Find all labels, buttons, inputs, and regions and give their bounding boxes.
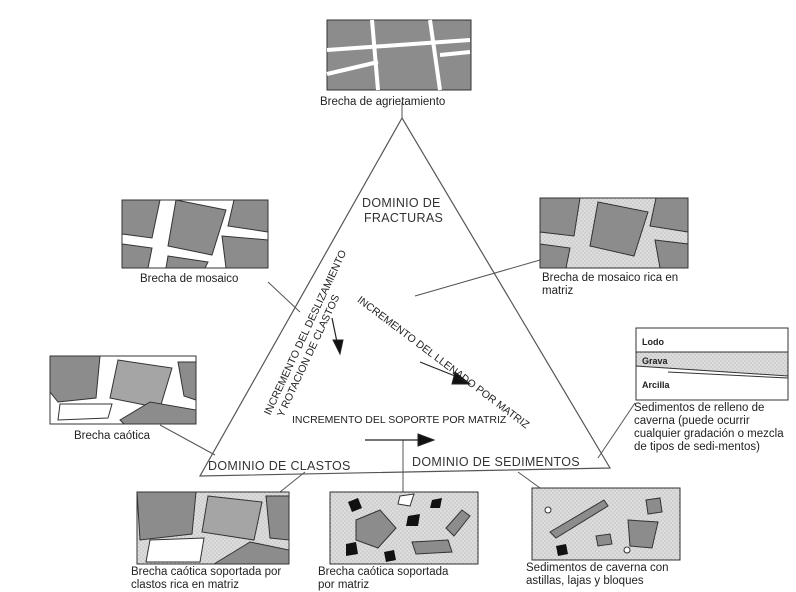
stratum-lodo: Lodo: [642, 337, 664, 347]
trend-soporte: INCREMENTO DEL SOPORTE POR MATRIZ: [292, 414, 507, 426]
label-mosaico-matriz: Brecha de mosaico rica en matriz: [542, 272, 679, 297]
domain-sedimentos: DOMINIO DE SEDIMENTOS: [412, 455, 580, 469]
stratum-arcilla: Arcilla: [642, 380, 670, 390]
label-agrietamiento: Brecha de agrietamiento: [320, 96, 446, 108]
panel-mosaico: [121, 199, 269, 269]
leader-lines: [159, 102, 636, 493]
label-caotica-clastos: Brecha caótica soportada por clastos ric…: [131, 566, 282, 591]
panel-caotica-clastos: [136, 491, 290, 565]
domain-clastos: DOMINIO DE CLASTOS: [208, 459, 351, 473]
panel-mosaico-matriz: [539, 197, 689, 269]
label-caotica: Brecha caótica: [74, 430, 151, 442]
panel-agrietamiento: [326, 19, 472, 91]
label-caotica-matriz: Brecha caótica soportada por matriz: [318, 566, 449, 591]
domain-fracturas-line2: FRACTURAS: [364, 211, 444, 225]
panel-relleno: [635, 327, 789, 401]
domain-fracturas-line1: DOMINIO DE: [362, 196, 441, 210]
label-sed-caverna: Sedimentos de caverna con astillas, laja…: [526, 562, 669, 587]
label-mosaico: Brecha de mosaico: [140, 273, 239, 285]
panel-caotica: [49, 355, 197, 425]
stratum-grava: Grava: [642, 356, 668, 366]
label-relleno: Sedimentos de relleno de caverna (puede …: [634, 402, 784, 453]
panel-caotica-matriz: [329, 491, 479, 565]
panel-sed-caverna: [531, 487, 681, 561]
trend-arrows: [331, 317, 472, 447]
ternary-triangle: [198, 116, 612, 477]
